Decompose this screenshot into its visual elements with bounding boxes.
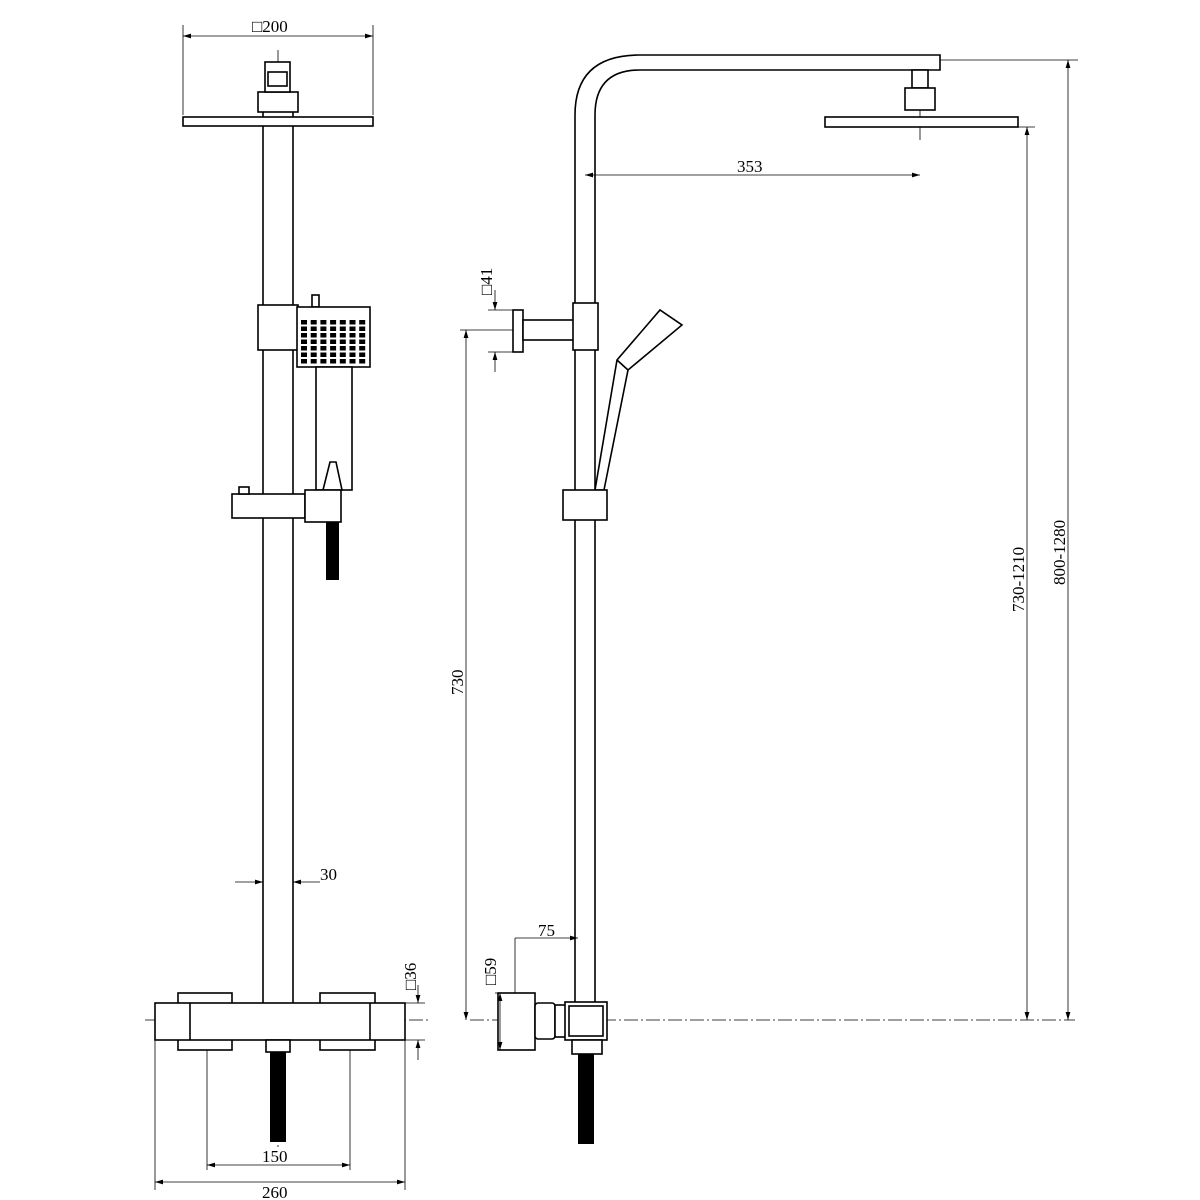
nozzle: [301, 346, 307, 351]
front-view: □200 30 □36: [145, 17, 430, 1200]
nozzle: [320, 359, 327, 364]
nozzle: [330, 359, 337, 364]
nozzle: [359, 352, 366, 357]
nozzle: [349, 339, 356, 344]
thermostat-body: [154, 1002, 406, 1041]
nozzle: [359, 333, 366, 338]
nozzle: [339, 320, 346, 325]
nozzle: [320, 333, 327, 338]
nozzle: [339, 359, 346, 364]
nozzle: [330, 346, 337, 351]
dim-body: □36: [401, 963, 420, 990]
nozzle: [310, 339, 317, 344]
dim-outlet: □59: [481, 958, 500, 985]
nozzle: [320, 320, 327, 325]
dim-bracket-height: 730: [448, 670, 467, 696]
slider: [257, 304, 299, 351]
nozzle: [310, 326, 317, 331]
nozzle: [310, 352, 317, 357]
dim-inlet-spacing: 150: [262, 1147, 288, 1166]
nozzle: [339, 352, 346, 357]
nozzle: [320, 339, 327, 344]
nozzle: [310, 346, 317, 351]
holder: [231, 493, 306, 519]
nozzle: [339, 326, 346, 331]
nozzle: [349, 359, 356, 364]
hose: [326, 522, 339, 580]
nozzle: [339, 346, 346, 351]
nozzle: [349, 352, 356, 357]
side-holder: [562, 489, 608, 521]
dim-bracket: □41: [477, 268, 496, 295]
nozzle: [310, 320, 317, 325]
nozzle: [349, 326, 356, 331]
nozzle: [310, 333, 317, 338]
nozzle: [339, 333, 346, 338]
nozzle: [320, 346, 327, 351]
wall-bracket: [512, 309, 524, 353]
riser-arm: [574, 54, 941, 1006]
nozzle: [320, 352, 327, 357]
riser-pipe: [262, 109, 294, 1006]
nozzle: [310, 359, 317, 364]
shower-head: [182, 116, 374, 127]
nozzle: [359, 320, 366, 325]
side-hand-shower: [594, 308, 684, 491]
nozzle: [339, 339, 346, 344]
nozzle: [349, 333, 356, 338]
nozzle: [301, 326, 307, 331]
dim-head-height: 730-1210: [1009, 547, 1028, 612]
nozzle: [330, 326, 337, 331]
nozzle: [301, 352, 307, 357]
nozzle: [330, 339, 337, 344]
nozzle: [359, 346, 366, 351]
nozzle: [359, 326, 366, 331]
nozzle: [320, 326, 327, 331]
nozzle: [359, 359, 366, 364]
dim-arm: 353: [737, 157, 763, 176]
side-shower-head: [824, 116, 1019, 128]
dim-body-width: 260: [262, 1183, 288, 1200]
outlet-plate: [497, 992, 536, 1051]
dim-outlet-offset: 75: [538, 921, 555, 940]
nozzle: [301, 333, 307, 338]
dim-total-height: 800-1280: [1050, 520, 1069, 585]
dim-head-size: □200: [252, 17, 288, 36]
nozzle: [330, 320, 337, 325]
side-view: 353 □41 75 □59 730: [448, 54, 1078, 1144]
nozzle: [349, 320, 356, 325]
nozzle: [330, 333, 337, 338]
nozzle: [359, 339, 366, 344]
dim-pipe: 30: [320, 865, 337, 884]
nozzle: [330, 352, 337, 357]
nozzle: [301, 320, 307, 325]
nozzle: [301, 359, 307, 364]
nozzle: [301, 339, 307, 344]
nozzle: [349, 346, 356, 351]
